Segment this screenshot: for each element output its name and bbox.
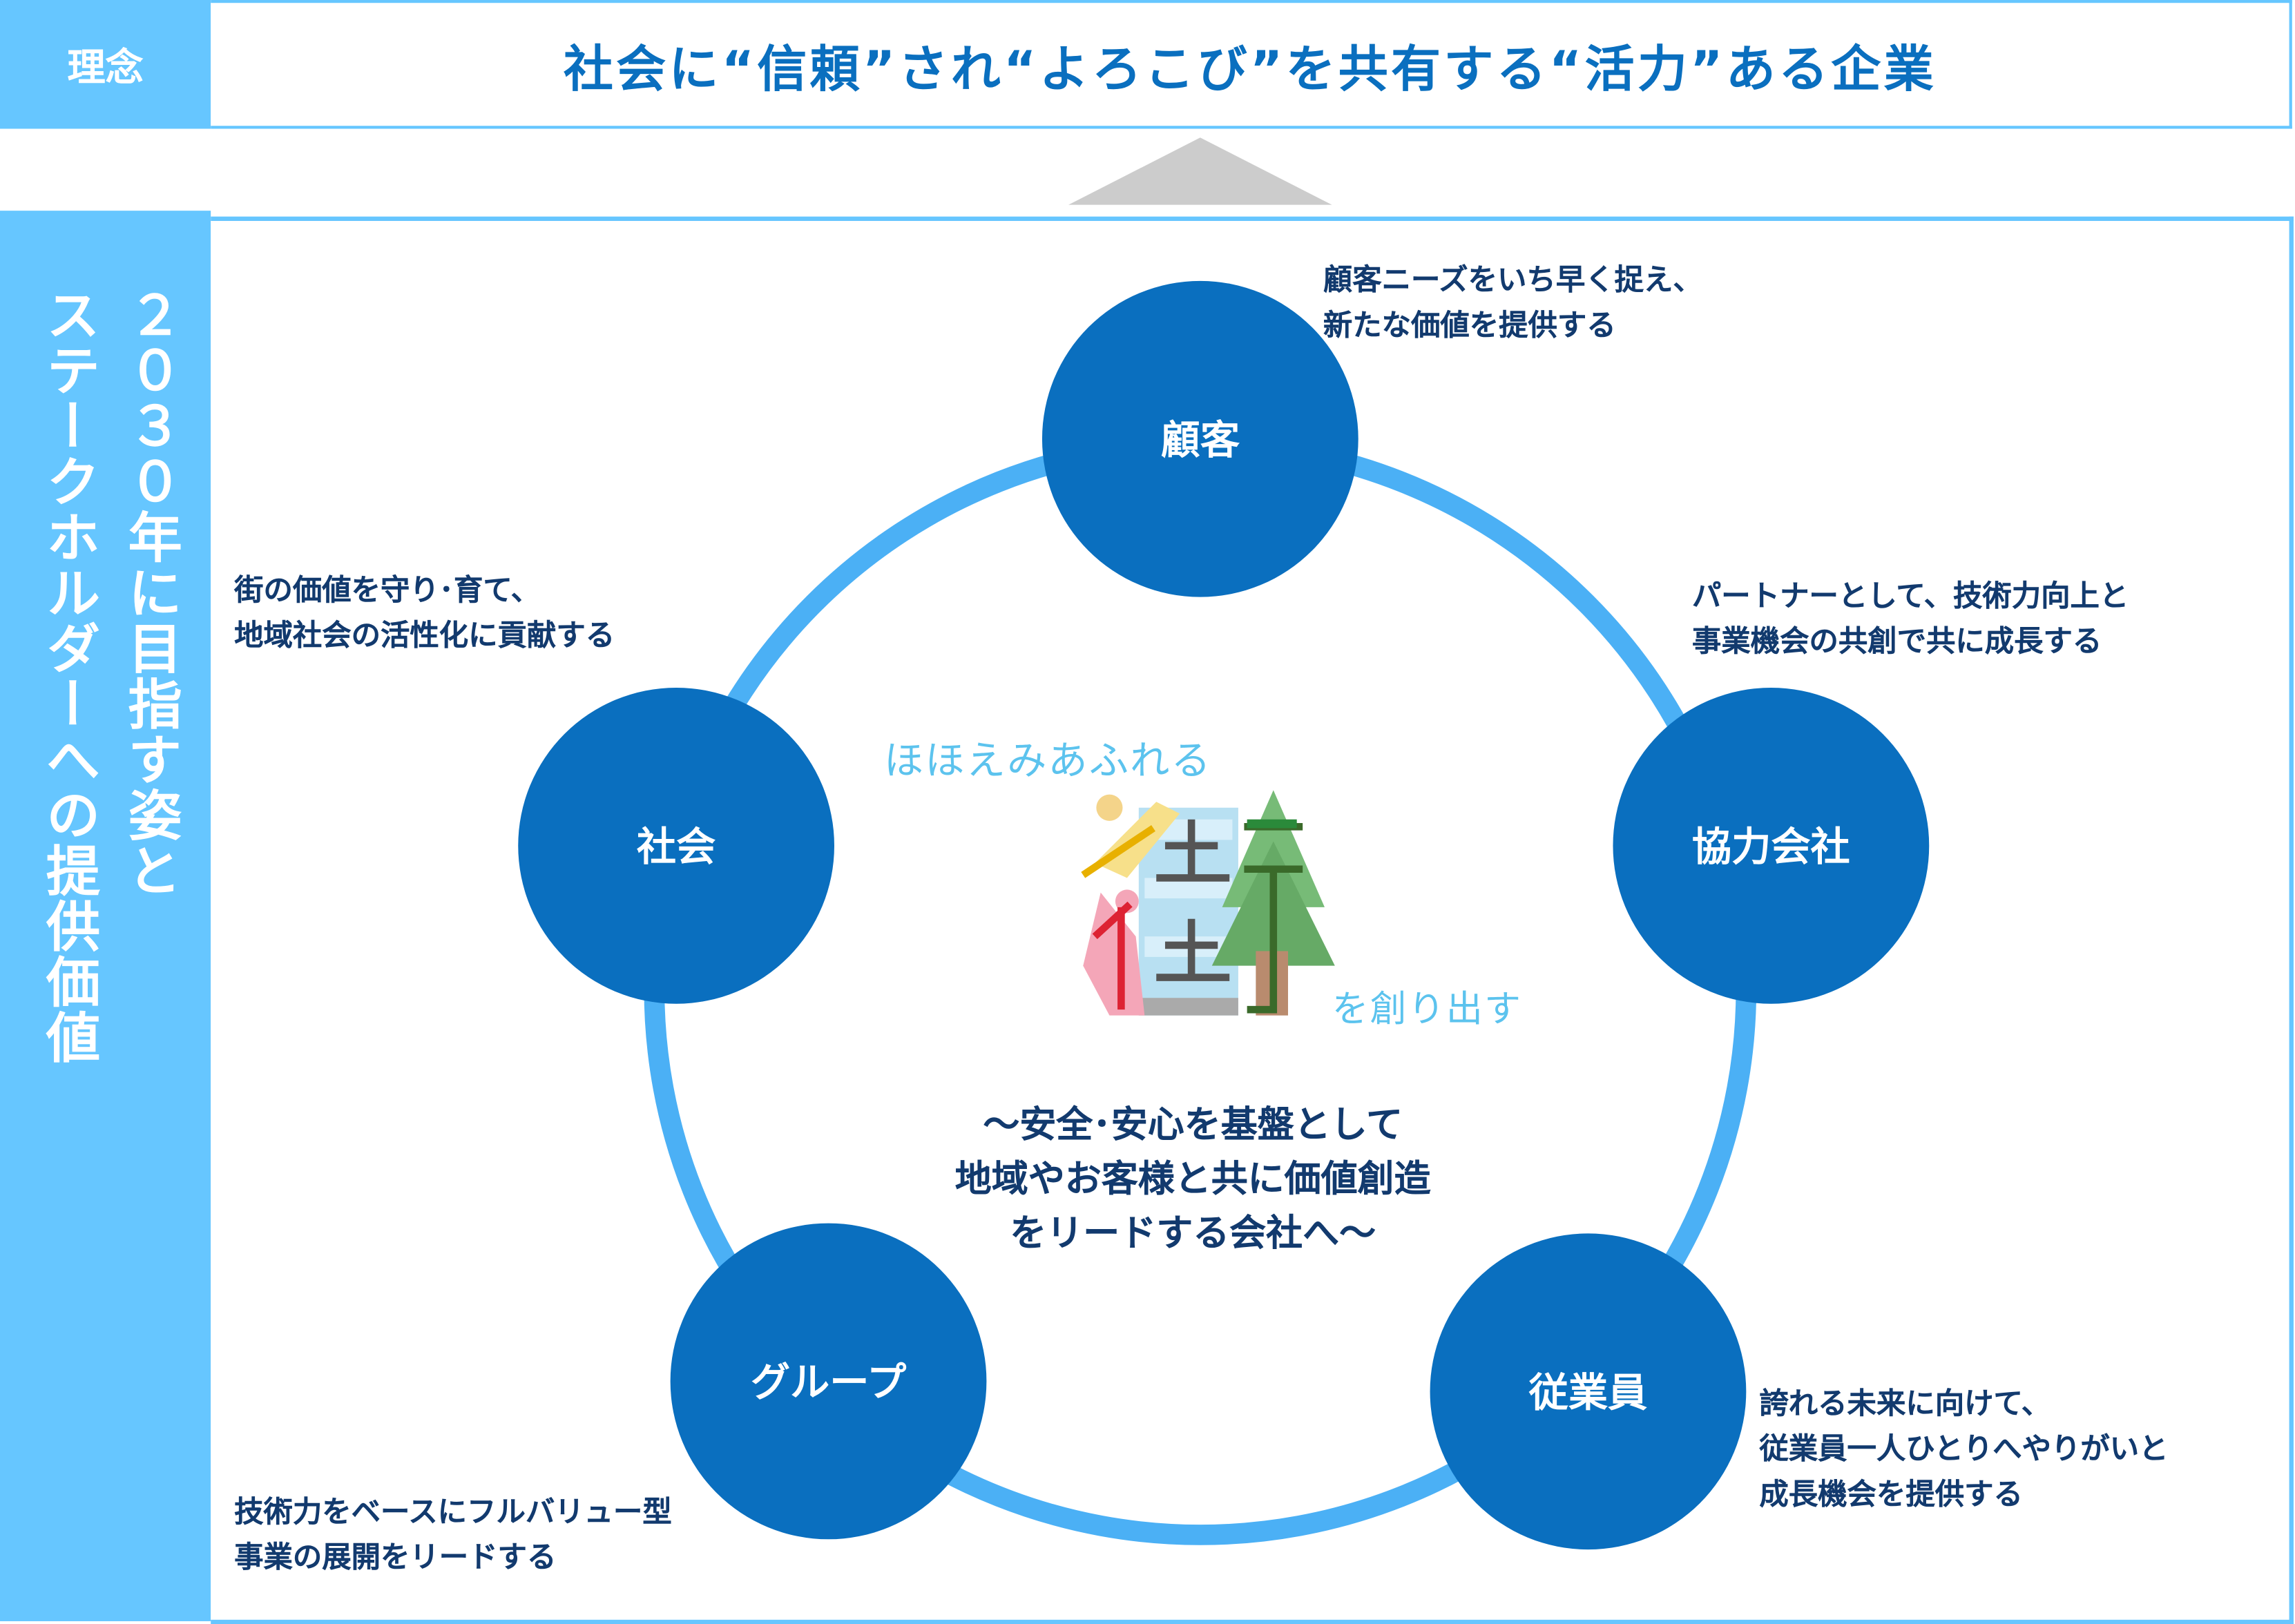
node-group: グループ: [670, 1223, 987, 1540]
center-mission-line-1: ～安全･安心を基盤として: [983, 1103, 1403, 1146]
node-partner-label: 協力会社: [1692, 824, 1850, 870]
center-tagline-bottom: を創り出す: [1332, 987, 1523, 1030]
node-society-label: 社会: [637, 824, 716, 870]
group-desc: 技術力をベースにフルバリュー型 事業の展開をリードする: [234, 1489, 672, 1580]
node-customer-label: 顧客: [1161, 418, 1240, 463]
node-group-label: グループ: [751, 1360, 907, 1406]
partner-desc: パートナーとして、技術力向上と 事業機会の共創で共に成長する: [1692, 574, 2129, 664]
customer-desc-line-2: 新たな価値を提供する: [1323, 307, 1616, 342]
society-desc: 街の価値を守り･育て、 地域社会の活性化に貢献する: [234, 568, 615, 658]
vision-label-line-2: ステークホルダーへの提供価値: [36, 287, 100, 1065]
group-desc-line-2: 事業の展開をリードする: [234, 1539, 557, 1575]
center-mission: ～安全･安心を基盤として 地域やお客様と共に価値創造 をリードする会社へ～: [820, 1097, 1566, 1259]
vision-label-panel: [0, 211, 211, 1621]
employee-desc-line-1: 誇れる未来に向けて、: [1759, 1385, 2051, 1421]
center-mission-line-3: をリードする会社へ～: [1010, 1211, 1376, 1255]
vision-label: ２０３０年に目指す姿と ステークホルダーへの提供価値: [15, 287, 190, 1065]
employee-desc: 誇れる未来に向けて、 従業員一人ひとりへやりがいと 成長機会を提供する: [1759, 1381, 2168, 1517]
up-arrow-icon: [1068, 137, 1332, 205]
node-employee-label: 従業員: [1528, 1370, 1648, 1415]
society-desc-line-1: 街の価値を守り･育て、: [234, 572, 541, 608]
philosophy-statement: 社会に“信頼”され“よろこび”を共有する“活力”ある企業: [211, 0, 2292, 129]
customer-desc-line-1: 顧客ニーズをいち早く捉え、: [1323, 262, 1702, 298]
partner-desc-line-1: パートナーとして、技術力向上と: [1691, 578, 2129, 613]
node-partner: 協力会社: [1613, 687, 1930, 1004]
center-mission-line-2: 地域やお客様と共に価値創造: [954, 1157, 1431, 1200]
society-desc-line-2: 地域社会の活性化に貢献する: [234, 617, 615, 653]
group-desc-line-1: 技術力をベースにフルバリュー型: [234, 1494, 672, 1529]
employee-desc-line-2: 従業員一人ひとりへやりがいと: [1759, 1431, 2169, 1467]
node-employee: 従業員: [1430, 1233, 1747, 1550]
partner-desc-line-2: 事業機会の共創で共に成長する: [1691, 623, 2102, 659]
node-customer: 顧客: [1041, 280, 1358, 597]
machi-logo-icon: [1081, 790, 1335, 1016]
vision-label-line-1: ２０３０年に目指す姿と: [118, 287, 182, 899]
employee-desc-line-3: 成長機会を提供する: [1759, 1476, 2023, 1512]
center-tagline-top: ほほえみあふれる: [884, 739, 1212, 784]
philosophy-label: 理念: [0, 0, 211, 129]
node-society: 社会: [518, 687, 835, 1004]
customer-desc: 顧客ニーズをいち早く捉え、 新たな価値を提供する: [1323, 258, 1702, 348]
